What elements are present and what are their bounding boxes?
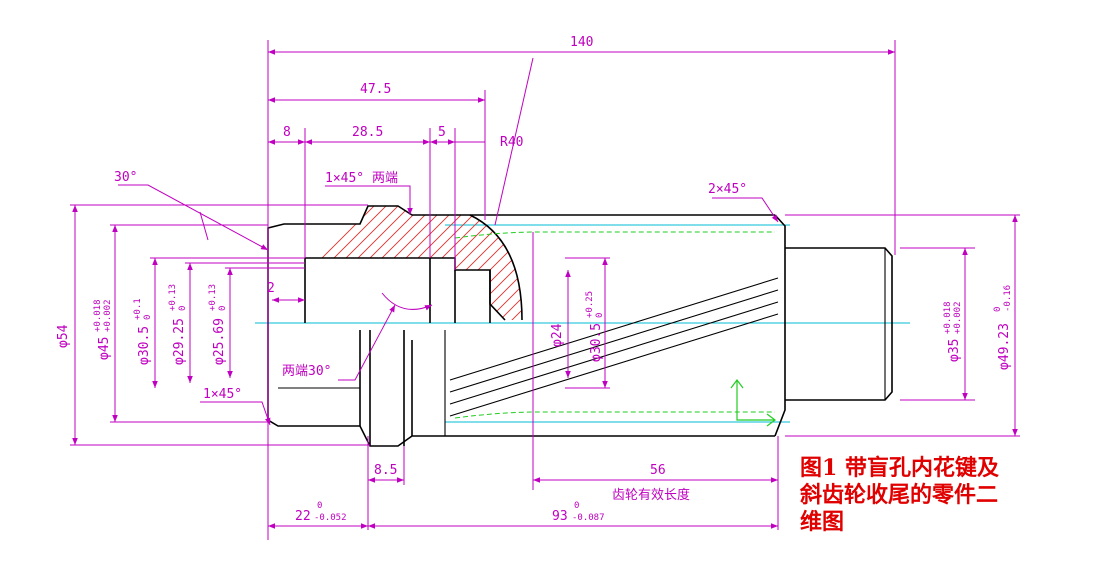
dim-dia-30-5-right-tol-upper: +0.25: [585, 291, 595, 318]
dimension-texts: 140 47.5 8 28.5 5 R40 1×45° 两端 30° 2×45°…: [56, 35, 1013, 524]
dim-dia-30-5-right-tol-lower: 0: [595, 313, 605, 318]
dim-radius-r40: R40: [500, 135, 523, 150]
dim-length-93-tol-lower: -0.087: [572, 513, 605, 523]
dim-dia-49-23: φ49.23: [997, 323, 1012, 370]
dimension-lines: [72, 49, 1018, 529]
dim-length-22-tol-upper: 0: [317, 501, 322, 511]
dim-length-8-5: 8.5: [374, 463, 397, 478]
dim-dia-54: φ54: [56, 324, 71, 348]
dim-length-22: 22: [295, 509, 311, 524]
extension-lines: [70, 40, 1020, 540]
gear-start-marker: [730, 379, 776, 427]
dim-length-5: 5: [438, 125, 446, 140]
caption-line-3: 维图: [800, 509, 844, 535]
gear-root-line-lower: [454, 411, 775, 419]
dim-length-2: 2: [267, 281, 275, 296]
dim-angle-30: 30°: [114, 170, 137, 185]
dim-dia-35: φ35: [947, 339, 962, 362]
dim-overall-length: 140: [570, 35, 593, 50]
dim-length-93: 93: [552, 509, 568, 524]
part-outline: [267, 205, 893, 447]
dim-dia-49-23-tol-upper: 0: [993, 307, 1003, 312]
dim-dia-25-69-tol-upper: +0.13: [208, 284, 218, 311]
dim-length-28-5: 28.5: [352, 125, 383, 140]
dim-gear-effective-length: 齿轮有效长度: [612, 487, 690, 503]
dim-both-ends-30: 两端30°: [282, 364, 331, 379]
dim-dia-35-tol-upper: +0.018: [943, 301, 953, 334]
dim-chamfer-2x45: 2×45°: [708, 182, 747, 197]
dim-dia-30-5-left-tol-upper: +0.1: [133, 298, 143, 320]
dim-length-93-tol-upper: 0: [574, 501, 579, 511]
dim-dia-30-5-left-tol-lower: 0: [143, 315, 153, 320]
dim-length-8: 8: [283, 125, 291, 140]
dim-dia-25-69: φ25.69: [212, 318, 227, 365]
dim-length-47-5: 47.5: [360, 82, 391, 97]
dim-dia-45: φ45: [97, 337, 112, 360]
dim-dia-45-tol-upper: +0.018: [93, 299, 103, 332]
dim-dia-29-25-tol-upper: +0.13: [168, 284, 178, 311]
dim-dia-30-5-left: φ30.5: [137, 326, 152, 365]
dim-dia-29-25-tol-lower: 0: [178, 306, 188, 311]
dim-dia-35-tol-lower: +0.002: [953, 301, 963, 334]
dim-dia-49-23-tol-lower: -0.16: [1003, 285, 1013, 312]
dim-dia-29-25: φ29.25: [172, 318, 187, 365]
dim-dia-30-5-right: φ30.5: [589, 323, 604, 362]
section-hatch: [268, 206, 522, 320]
dim-dia-45-tol-lower: +0.002: [103, 299, 113, 332]
gear-root-line-upper: [454, 231, 775, 239]
caption-line-2: 斜齿轮收尾的零件二: [799, 482, 998, 508]
dim-dia-24: φ24: [550, 323, 565, 347]
dim-chamfer-1x45: 1×45°: [203, 387, 242, 402]
dim-chamfer-both-ends: 1×45° 两端: [325, 171, 398, 186]
dim-length-22-tol-lower: -0.052: [314, 513, 347, 523]
dim-dia-25-69-tol-lower: 0: [218, 306, 228, 311]
figure-caption: 图1 带盲孔内花键及 斜齿轮收尾的零件二 维图: [799, 455, 1000, 535]
caption-line-1: 图1 带盲孔内花键及: [800, 455, 1000, 481]
dim-length-56: 56: [650, 463, 666, 478]
